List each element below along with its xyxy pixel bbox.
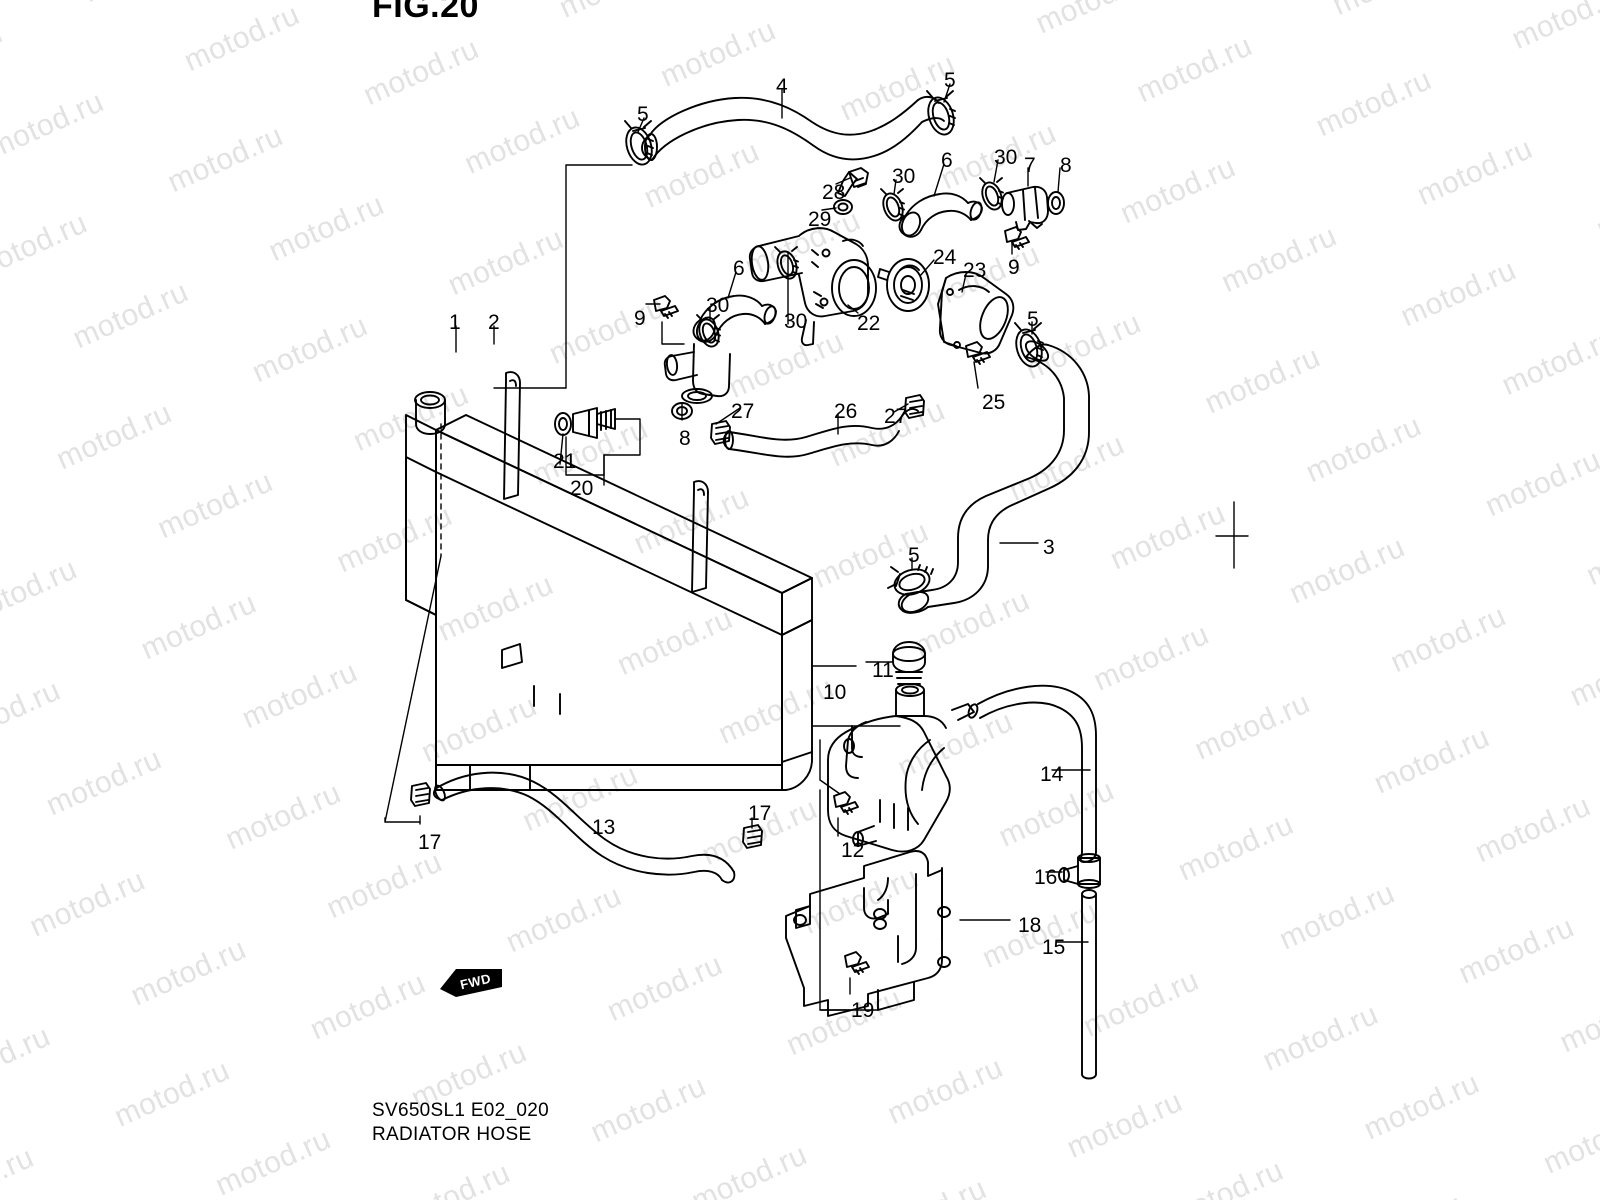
part-bypass-clip-27a bbox=[710, 420, 731, 445]
callout-bolt-9b[interactable]: 9 bbox=[634, 307, 646, 330]
callout-hose-clamp-5a[interactable]: 5 bbox=[637, 103, 649, 126]
part-thermo-switch bbox=[554, 407, 641, 486]
part-hose-clamp-30d bbox=[774, 246, 799, 280]
part-hose-clamp-30c bbox=[696, 314, 721, 348]
part-upper-radiator-hose bbox=[641, 95, 945, 161]
callout-water-hose-6b[interactable]: 6 bbox=[733, 257, 745, 280]
callout-reservoir-bolt-12[interactable]: 12 bbox=[841, 839, 865, 862]
callout-bypass-clip-27a[interactable]: 27 bbox=[731, 400, 755, 423]
part-sensor-oring bbox=[833, 199, 853, 215]
callout-hose-clamp-small-30a[interactable]: 30 bbox=[892, 165, 916, 188]
callout-o-ring-8a[interactable]: 8 bbox=[1060, 154, 1072, 177]
callout-hose-clamp-small-30c[interactable]: 30 bbox=[706, 294, 730, 317]
part-water-pipe bbox=[1001, 185, 1049, 231]
callout-overflow-hose-15[interactable]: 15 bbox=[1042, 936, 1066, 959]
part-bypass-hose bbox=[722, 408, 919, 458]
part-junction-pipe bbox=[663, 343, 731, 404]
part-thermostat-cover bbox=[937, 271, 1015, 355]
callout-bolt-9a[interactable]: 9 bbox=[1008, 256, 1020, 279]
part-water-pipe-oring bbox=[1047, 191, 1065, 215]
callout-hose-joint-tee-16[interactable]: 16 bbox=[1034, 866, 1058, 889]
part-water-hose-6a bbox=[898, 192, 983, 238]
callout-o-ring-8b[interactable]: 8 bbox=[679, 427, 691, 450]
part-reservoir-tank bbox=[811, 641, 979, 853]
part-hose-clamp-5d bbox=[887, 564, 934, 596]
part-thermostat-case bbox=[748, 227, 877, 347]
callout-water-hose-lower-13[interactable]: 13 bbox=[592, 816, 616, 839]
callout-thermostat-cover-23[interactable]: 23 bbox=[963, 259, 987, 282]
callout-radiator-cap-1[interactable]: 1 bbox=[449, 311, 461, 334]
caption-model-code: SV650SL1 E02_020 bbox=[372, 1100, 550, 1121]
callout-reservoir-cap-11[interactable]: 11 bbox=[872, 659, 894, 682]
callout-sensor-oring-29[interactable]: 29 bbox=[808, 208, 832, 231]
callout-hose-clamp-5b[interactable]: 5 bbox=[944, 69, 956, 92]
leader-lines bbox=[419, 83, 1249, 943]
callout-thermo-switch-oring-21[interactable]: 21 bbox=[553, 450, 577, 473]
callout-thermostat-case-22[interactable]: 22 bbox=[857, 312, 881, 335]
callout-bypass-hose-26[interactable]: 26 bbox=[834, 400, 858, 423]
callout-hose-clip-17a[interactable]: 17 bbox=[418, 831, 442, 854]
callout-reservoir-bracket-18[interactable]: 18 bbox=[1018, 914, 1042, 937]
part-radiator-assembly bbox=[384, 164, 813, 823]
callout-lower-radiator-hose-3[interactable]: 3 bbox=[1043, 536, 1055, 559]
caption-assembly-name: RADIATOR HOSE bbox=[372, 1124, 532, 1145]
part-hose-clip-17b bbox=[742, 824, 763, 849]
part-lower-radiator-hose bbox=[897, 340, 1090, 614]
callout-thermostat-24[interactable]: 24 bbox=[933, 246, 957, 269]
callout-upper-radiator-hose-4[interactable]: 4 bbox=[776, 75, 788, 98]
part-hose-clip-17a bbox=[410, 782, 431, 807]
page-title: FIG.20 bbox=[372, 0, 479, 25]
part-bracket-bolt bbox=[844, 951, 870, 995]
part-reservoir-hose-14 bbox=[977, 684, 1097, 863]
callout-cap-screw-2[interactable]: 2 bbox=[488, 311, 500, 334]
part-water-hose-13 bbox=[432, 771, 736, 884]
callout-reservoir-tank-assy-10[interactable]: 10 bbox=[823, 681, 847, 704]
part-hose-clamp-5a bbox=[624, 120, 654, 166]
part-hose-clamp-5b bbox=[926, 90, 956, 136]
callout-thermo-switch-assy-20[interactable]: 20 bbox=[570, 477, 594, 500]
part-hose-joint-tee bbox=[1058, 853, 1101, 889]
callout-water-pipe-7[interactable]: 7 bbox=[1024, 154, 1036, 177]
part-reservoir-bracket bbox=[785, 789, 951, 1017]
callout-hose-clamp-5d[interactable]: 5 bbox=[908, 544, 920, 567]
callout-bracket-bolt-19[interactable]: 19 bbox=[851, 999, 875, 1022]
part-bypass-clip-27b bbox=[904, 394, 925, 419]
callout-hose-clamp-small-30d[interactable]: 30 bbox=[784, 310, 808, 333]
callout-water-temp-sensor-28[interactable]: 28 bbox=[822, 181, 846, 204]
fwd-direction-marker: FWD bbox=[438, 965, 504, 1004]
callout-hose-clamp-small-30b[interactable]: 30 bbox=[994, 146, 1018, 169]
part-bolt-9a bbox=[1004, 226, 1030, 250]
callout-hose-clip-17b[interactable]: 17 bbox=[748, 802, 772, 825]
part-bolt-9b bbox=[653, 295, 685, 345]
callout-bypass-clip-27b[interactable]: 27 bbox=[884, 405, 908, 428]
part-hose-clamp-30a bbox=[880, 188, 905, 222]
part-thermostat bbox=[877, 258, 930, 312]
part-bolt-25 bbox=[965, 341, 991, 365]
callout-reservoir-hose-14[interactable]: 14 bbox=[1040, 763, 1064, 786]
callout-hose-clamp-5c[interactable]: 5 bbox=[1027, 308, 1039, 331]
callout-water-hose-6a[interactable]: 6 bbox=[941, 149, 953, 172]
part-reservoir-bolt bbox=[819, 739, 859, 837]
callout-thermostat-bolt-25[interactable]: 25 bbox=[982, 391, 1006, 414]
part-overflow-hose-15 bbox=[1081, 889, 1097, 1080]
